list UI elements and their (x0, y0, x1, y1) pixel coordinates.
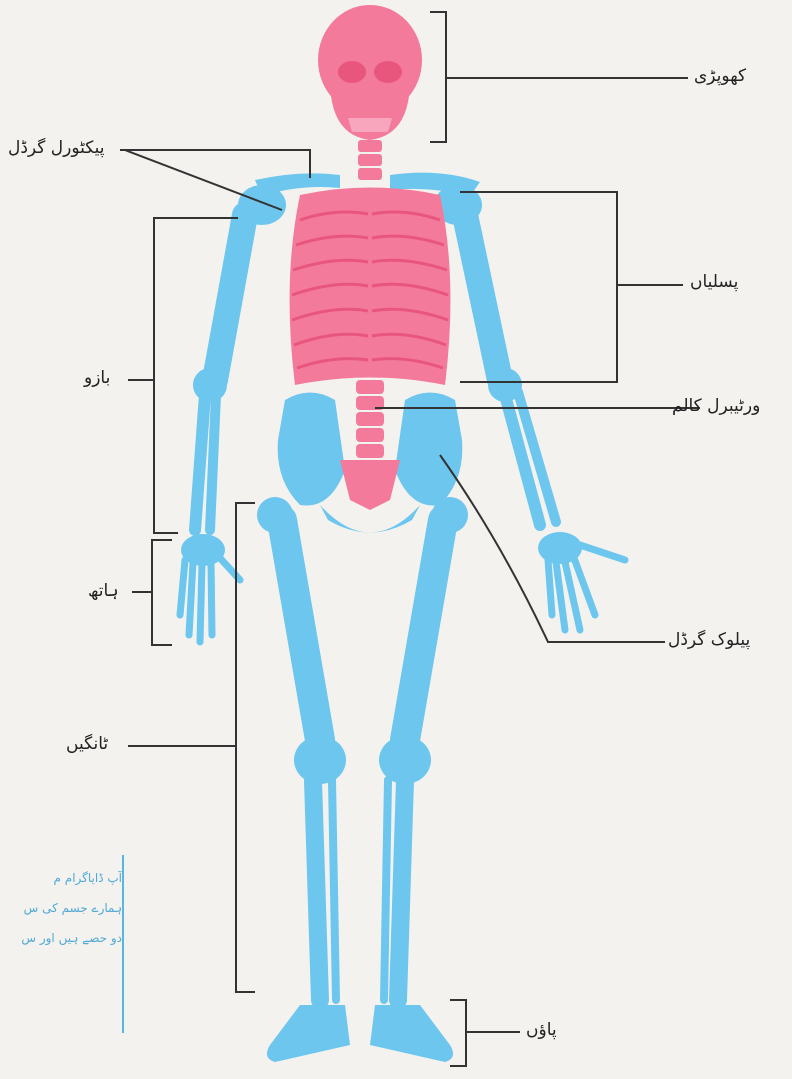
cervical-vertebrae (358, 140, 382, 180)
side-note-line: آپ ڈایاگرام م (0, 863, 122, 893)
left-hand-bones (180, 534, 240, 642)
hand-bracket (132, 540, 172, 645)
label-pelvic-girdle: پیلوک گرڈل (668, 630, 750, 650)
rib-cage (290, 188, 451, 386)
right-arm-bones (465, 215, 556, 525)
vertebral-column-bones (340, 380, 400, 510)
side-note-line: ہمارے جسم کی س (0, 893, 122, 923)
right-hand-bones (538, 532, 625, 630)
label-hand: ہاتھ (88, 580, 119, 601)
feet-bracket (450, 1000, 520, 1066)
foot-bones (267, 1005, 453, 1062)
skull-bracket (430, 12, 688, 142)
label-arm: بازو (84, 368, 110, 388)
left-arm-bones (193, 215, 245, 530)
label-legs: ٹانگیں (66, 734, 108, 754)
side-note: آپ ڈایاگرام م ہمارے جسم کی س دو حصے ہیں … (0, 855, 124, 1033)
label-feet: پاؤں (526, 1020, 557, 1040)
leg-bones (257, 497, 468, 1000)
label-vertebral-column: ورٹیبرل کالم (672, 396, 760, 416)
label-ribs: پسلیاں (690, 272, 738, 292)
skull-bones (318, 5, 422, 140)
side-note-line: دو حصے ہیں اور س (0, 923, 122, 953)
label-pectoral-girdle: پیکٹورل گرڈل (8, 138, 105, 158)
label-skull: کھوپڑی (694, 66, 746, 86)
